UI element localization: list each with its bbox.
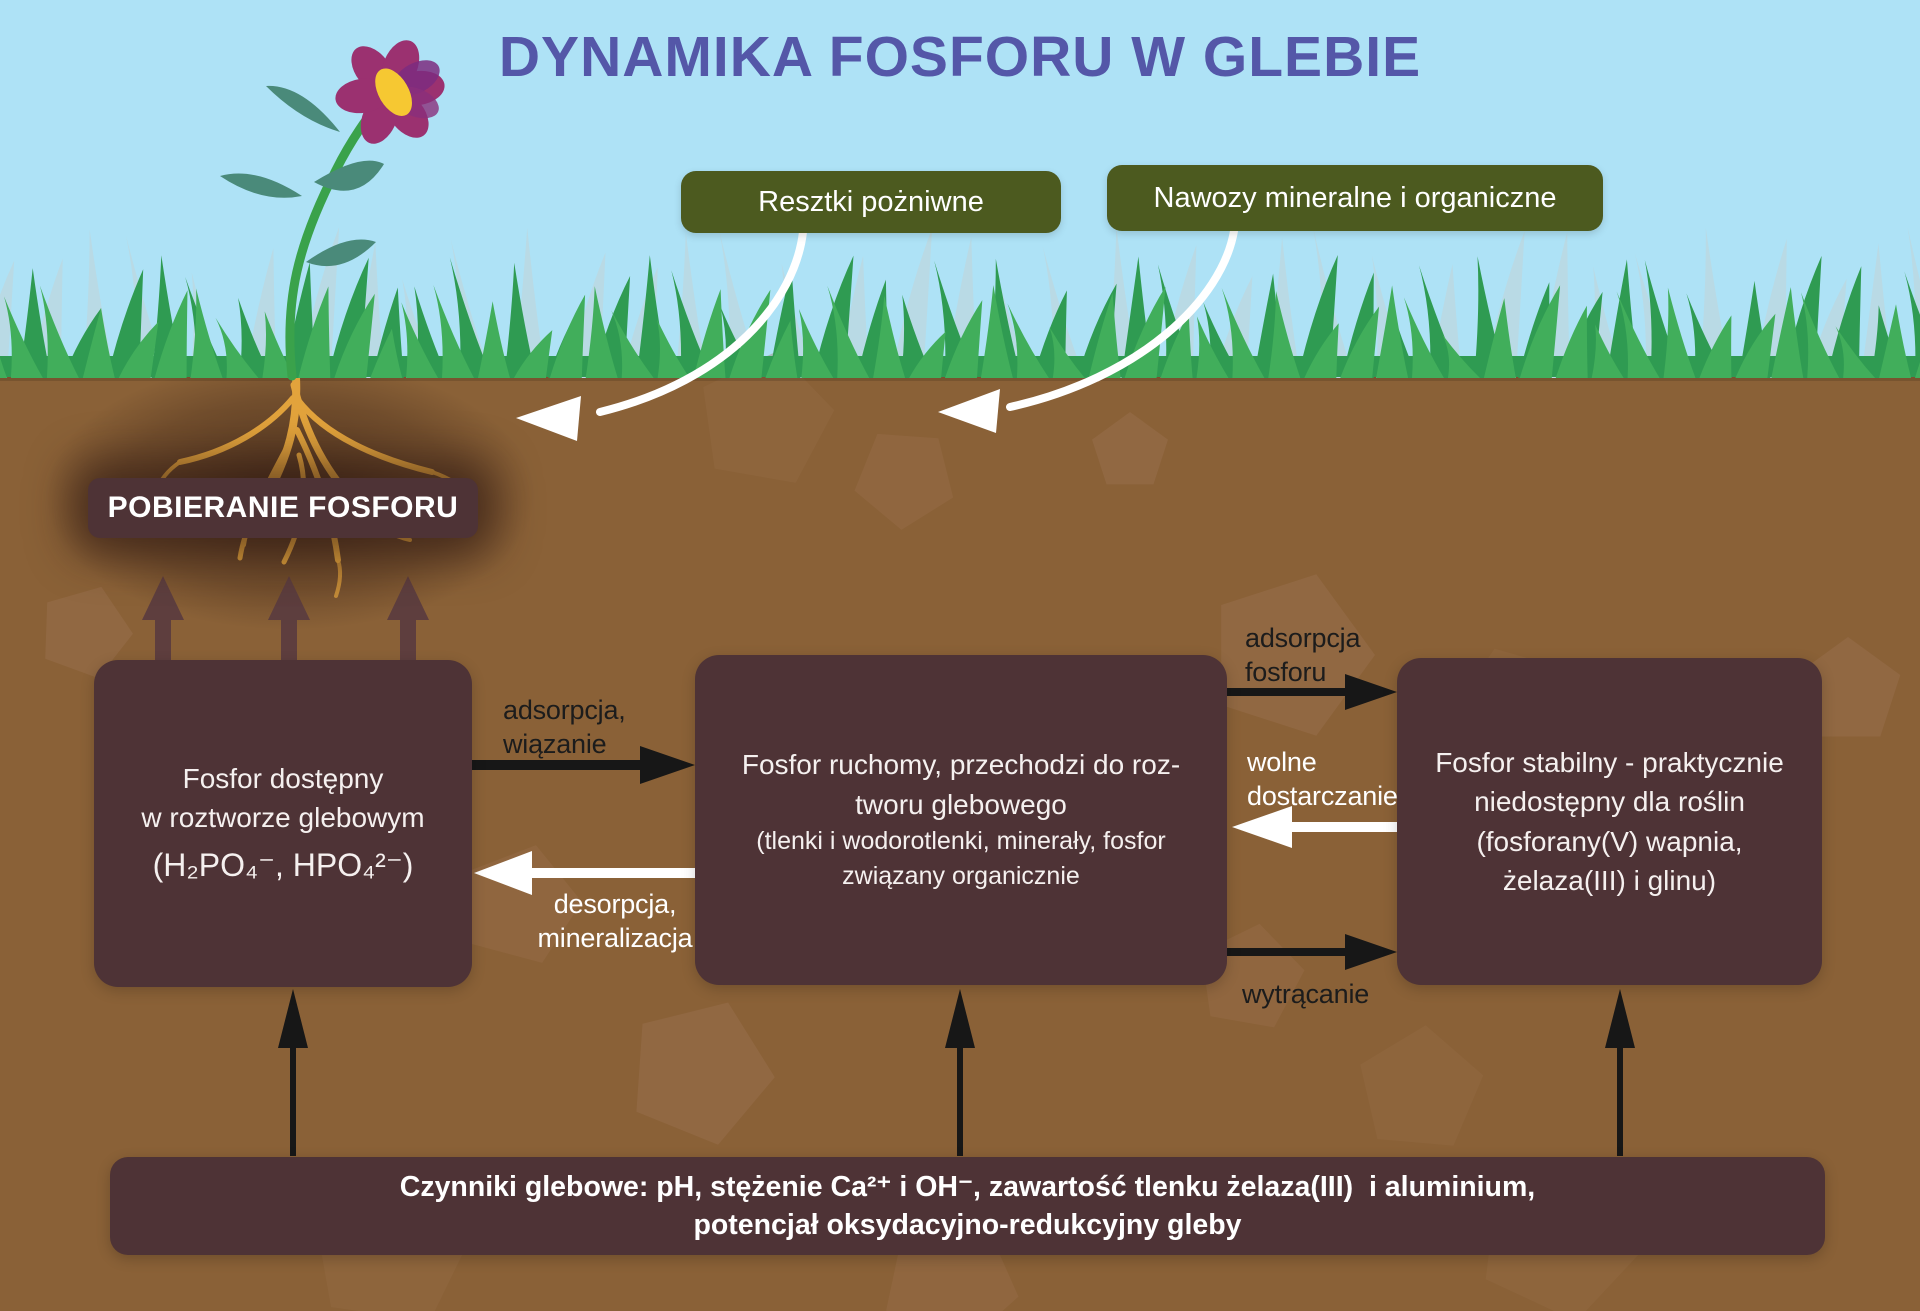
mobile-text-sub: (tlenki i wodorotlenki, minerały, fosfor… (756, 826, 1166, 891)
flower-icon (220, 40, 445, 381)
label-phosphorus-adsorption: adsorpcja fosforu (1245, 623, 1361, 687)
grass-blades (0, 285, 1920, 378)
box-available-phosphorus: Fosfor dostępny w roztworze glebowym (H₂… (94, 660, 472, 987)
desorption-arrow (474, 851, 695, 895)
soil-patch (703, 351, 835, 483)
factor-arrows (278, 989, 1635, 1156)
fertilizers-arrow (1006, 227, 1238, 411)
residues-arrow (596, 228, 807, 416)
input-fertilizers-label: Nawozy mineralne i organiczne (1153, 181, 1557, 214)
precipitation-arrow (1227, 934, 1397, 970)
uptake-arrows (142, 576, 429, 660)
soil-patch (854, 433, 954, 530)
soil-patch (45, 586, 134, 679)
label-precipitation: wytrącanie (1242, 979, 1370, 1009)
box-mobile-phosphorus: Fosfor ruchomy, przechodzi do roz- tworu… (695, 655, 1227, 985)
flow-arrows (472, 674, 1397, 970)
label-desorption-mineralization: desorpcja, mineralizacja (537, 889, 693, 953)
input-residues: Resztki pożniwne (681, 171, 1061, 233)
soil-patch (1092, 412, 1168, 485)
soil-patch (1360, 1025, 1484, 1146)
stable-text: Fosfor stabilny - praktycznie niedostępn… (1435, 747, 1784, 896)
soil-factors-text: Czynniki glebowe: pH, stężenie Ca²⁺ i OH… (399, 1170, 1536, 1241)
box-stable-phosphorus: Fosfor stabilny - praktycznie niedostępn… (1397, 658, 1822, 985)
phosphorus-adsorption-arrow (1227, 674, 1397, 710)
input-residues-label: Resztki pożniwne (758, 185, 984, 218)
label-slow-release: wolne dostarczanie (1247, 747, 1398, 811)
residues-arrowhead (516, 396, 581, 441)
mobile-text-main: Fosfor ruchomy, przechodzi do roz- tworu… (741, 749, 1181, 820)
soil-patch (636, 1002, 775, 1145)
fertilizers-arrowhead (938, 389, 1000, 433)
grass-blades (0, 255, 1920, 378)
page-title: DYNAMIKA FOSFORU W GLEBIE (498, 25, 1422, 89)
label-adsorption-binding: adsorpcja, wiązanie (503, 695, 626, 759)
grass-band (0, 227, 1920, 378)
soil-edge (0, 376, 1920, 381)
adsorption-arrow (472, 746, 695, 784)
input-arrows (516, 227, 1238, 441)
input-fertilizers: Nawozy mineralne i organiczne (1107, 165, 1603, 231)
available-text: Fosfor dostępny w roztworze glebowym (141, 762, 425, 834)
box-soil-factors: Czynniki glebowe: pH, stężenie Ca²⁺ i OH… (110, 1157, 1825, 1255)
uptake-label: POBIERANIE FOSFORU (88, 478, 478, 538)
available-formula: (H₂PO₄⁻, HPO₄²⁻) (152, 847, 414, 884)
slow-release-arrow (1232, 806, 1397, 848)
